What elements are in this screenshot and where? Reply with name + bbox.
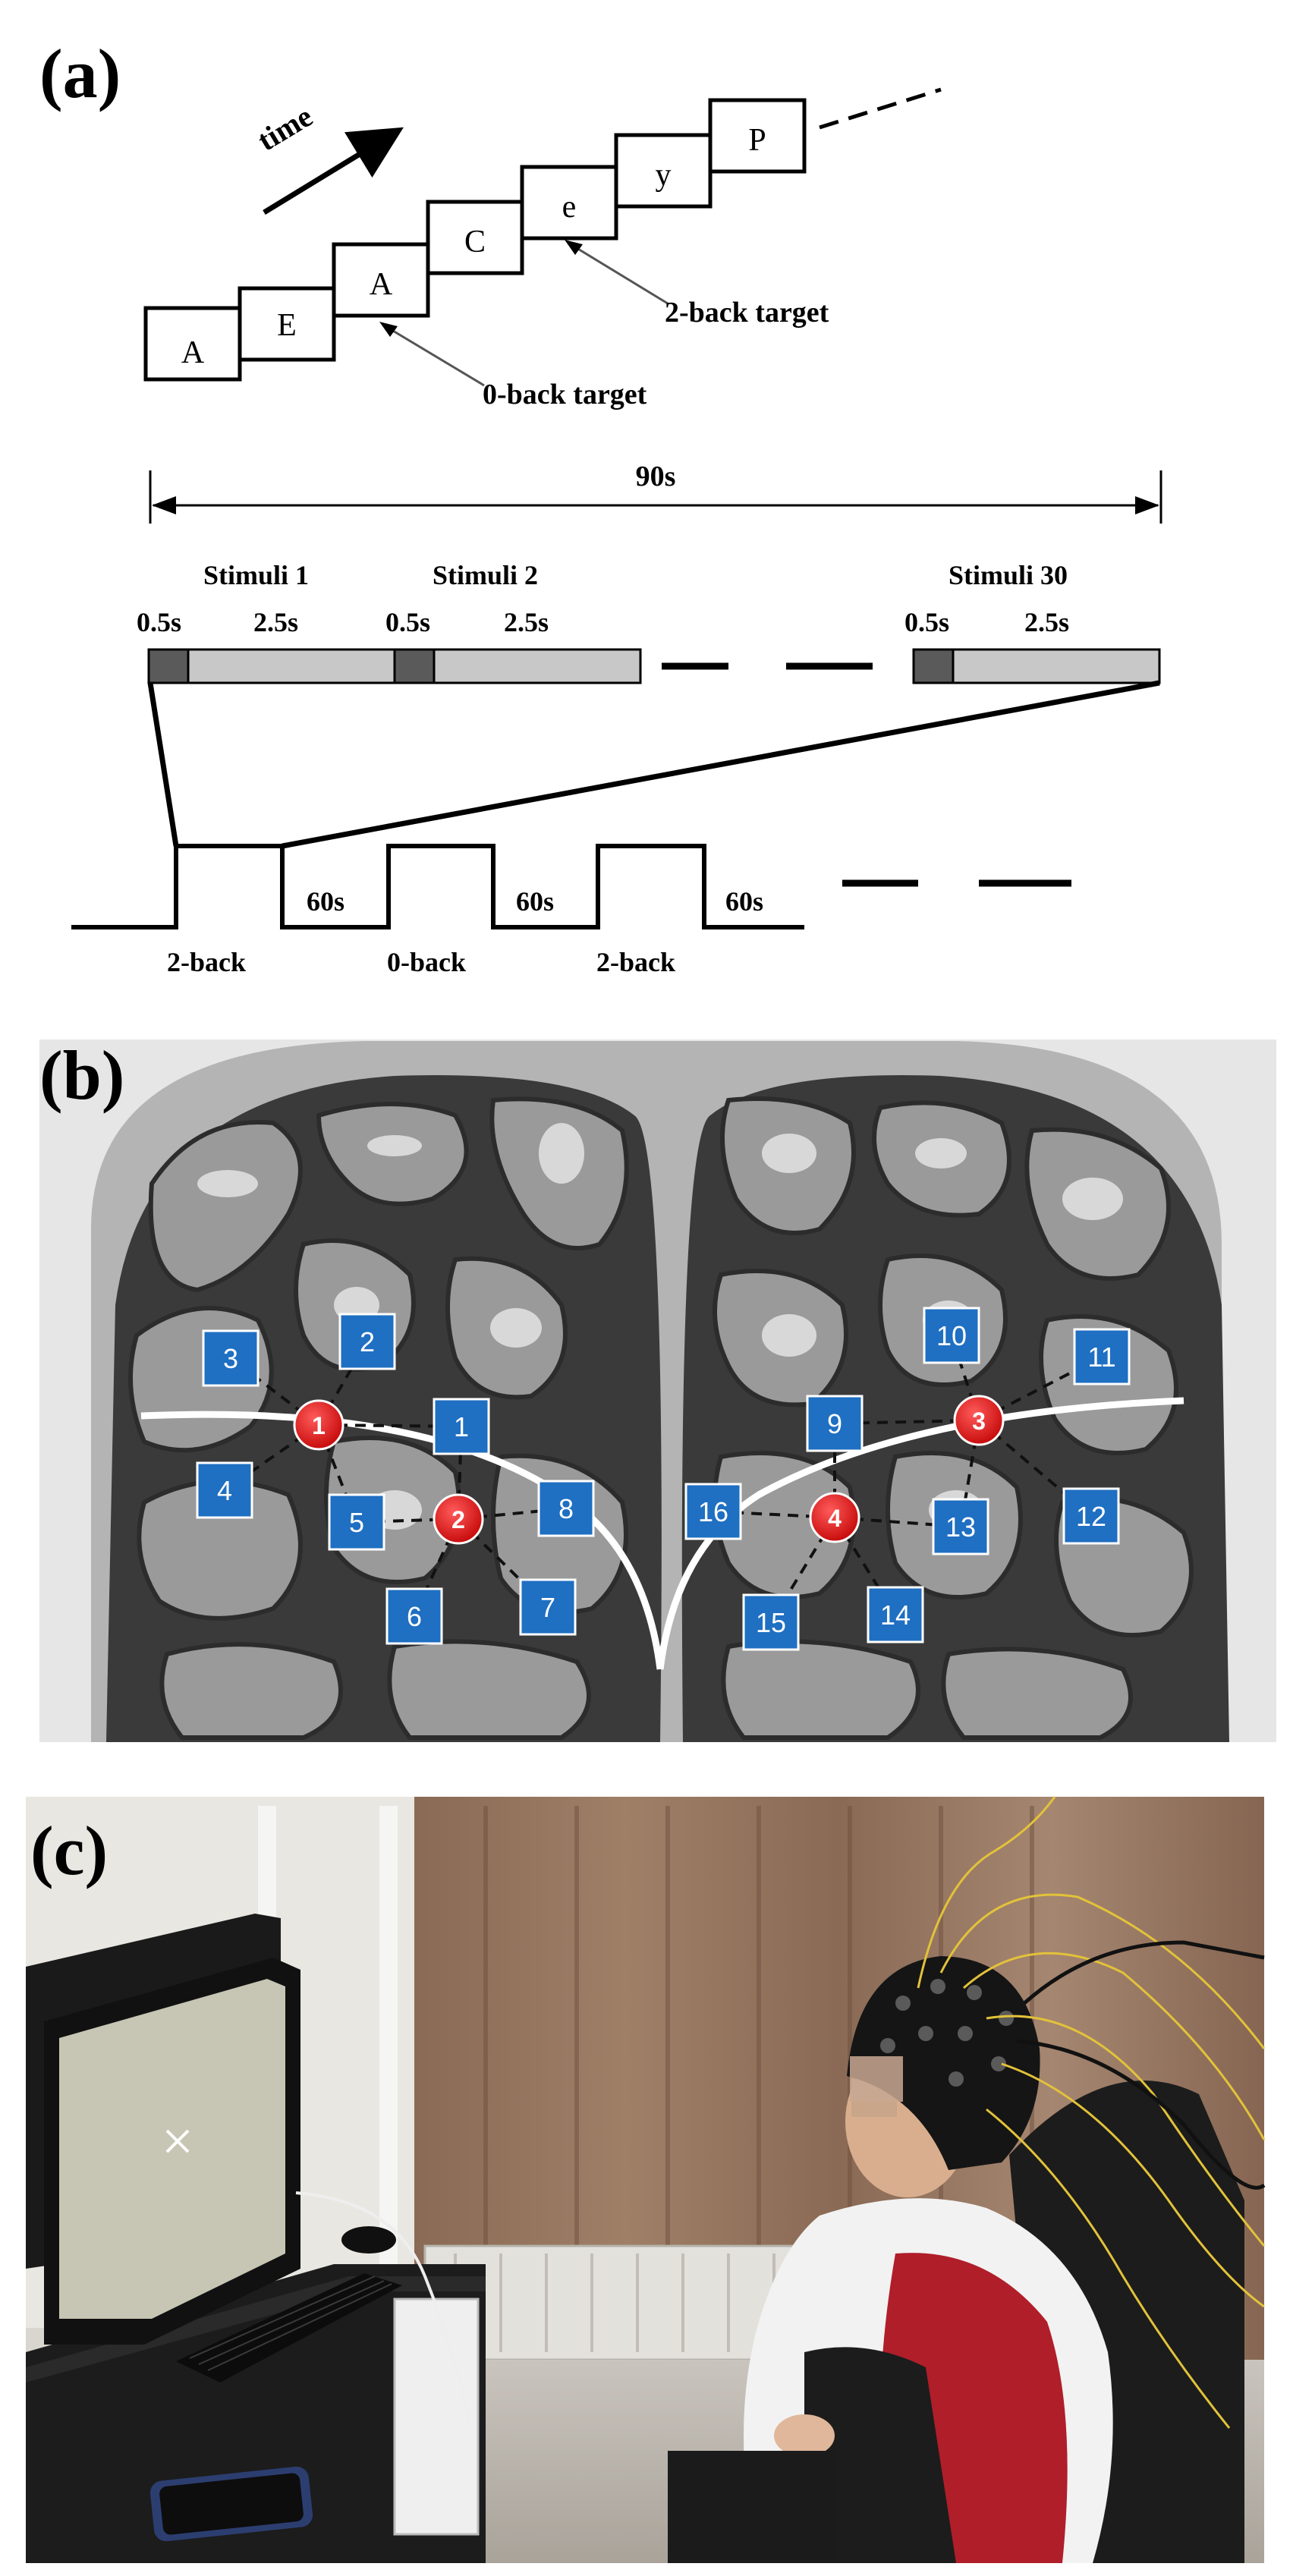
- zoom-line-right: [282, 680, 1160, 849]
- svg-text:4: 4: [828, 1505, 842, 1532]
- channel-1: 1: [433, 1398, 490, 1455]
- channel-16: 16: [684, 1483, 742, 1540]
- stimuli-30-rest: 2.5s: [1024, 607, 1069, 637]
- svg-text:2: 2: [360, 1326, 375, 1357]
- stimuli-2-onset: 0.5s: [385, 607, 430, 637]
- right-guide-curve: [656, 1397, 1184, 1670]
- svg-text:13: 13: [945, 1511, 976, 1543]
- channel-6: 6: [385, 1587, 443, 1645]
- panel-b: 1 2 3 4 5 6 7 8 9 10 11 12 13 14 15 16 1…: [39, 1036, 1276, 1742]
- rest-2-label: 60s: [516, 886, 554, 917]
- letter-1: A: [181, 335, 205, 370]
- channel-10: 10: [923, 1307, 980, 1364]
- channel-14: 14: [867, 1586, 924, 1643]
- channel-11: 11: [1073, 1328, 1131, 1386]
- svg-text:15: 15: [756, 1607, 786, 1638]
- block-1-label: 2-back: [167, 947, 246, 977]
- block-2-label: 0-back: [387, 947, 466, 977]
- panel-c: (c): [26, 1796, 1266, 2563]
- source-markers: 1 2 3 4: [293, 1395, 1005, 1545]
- left-guide-curve: [140, 1411, 664, 1670]
- svg-text:12: 12: [1076, 1501, 1106, 1532]
- channel-4: 4: [196, 1461, 253, 1519]
- stimuli-1-label: Stimuli 1: [203, 560, 309, 590]
- channel-3: 3: [202, 1329, 260, 1387]
- svg-text:10: 10: [936, 1320, 967, 1351]
- stimuli-2-label: Stimuli 2: [433, 560, 538, 590]
- channel-13: 13: [932, 1498, 989, 1555]
- letter-4: C: [464, 225, 486, 259]
- svg-text:4: 4: [217, 1475, 232, 1506]
- svg-text:9: 9: [827, 1408, 842, 1439]
- svg-text:11: 11: [1087, 1341, 1115, 1373]
- panel-b-label: (b): [39, 1036, 124, 1114]
- channel-2: 2: [338, 1313, 396, 1370]
- svg-text:7: 7: [540, 1592, 555, 1623]
- time-label: time: [251, 99, 318, 157]
- monitor-screen: [59, 1979, 285, 2319]
- sequence-continuation: [819, 87, 942, 130]
- zero-back-pointer: [385, 325, 485, 387]
- duration-label: 90s: [636, 461, 676, 492]
- letter-sequence: A E A C e y P: [143, 98, 807, 382]
- svg-text:16: 16: [698, 1496, 728, 1527]
- two-back-pointer: [570, 243, 669, 305]
- stimuli-30-label: Stimuli 30: [949, 560, 1068, 590]
- fnirs-cap: [847, 1956, 1040, 2170]
- svg-text:2: 2: [451, 1506, 465, 1533]
- svg-text:5: 5: [349, 1507, 364, 1538]
- stimuli-2-rest: 2.5s: [504, 607, 549, 637]
- time-arrow: [263, 127, 404, 215]
- stimuli-1-rest: 2.5s: [253, 607, 298, 637]
- source-2: 2: [433, 1493, 484, 1545]
- letter-5: e: [562, 190, 577, 225]
- stimulus-bar: [147, 648, 1161, 684]
- face-blur: [850, 2056, 903, 2102]
- block-waveform: [71, 844, 804, 929]
- channel-8: 8: [537, 1480, 595, 1537]
- stimuli-30-onset: 0.5s: [904, 607, 949, 637]
- svg-text:14: 14: [880, 1599, 911, 1631]
- svg-text:1: 1: [454, 1411, 469, 1442]
- optical-fibers: [917, 1796, 1266, 2429]
- channel-5: 5: [328, 1493, 385, 1551]
- letter-3: A: [370, 267, 393, 302]
- channel-markers: 1 2 3 4 5 6 7 8 9 10 11 12 13 14 15 16: [196, 1307, 1131, 1651]
- channel-12: 12: [1062, 1487, 1120, 1545]
- svg-text:1: 1: [312, 1412, 326, 1439]
- channel-15: 15: [742, 1593, 800, 1651]
- letter-6: y: [656, 158, 672, 193]
- channel-9: 9: [806, 1395, 864, 1452]
- stimuli-1-onset: 0.5s: [137, 607, 181, 637]
- block-3-label: 2-back: [596, 947, 675, 977]
- zoom-line-left: [147, 682, 179, 847]
- keyboard: [176, 2273, 402, 2383]
- svg-text:3: 3: [223, 1343, 238, 1374]
- rest-3-label: 60s: [725, 886, 763, 917]
- letter-7: P: [748, 123, 766, 158]
- source-4: 4: [809, 1492, 860, 1543]
- source-1: 1: [293, 1399, 344, 1451]
- panel-c-label: (c): [30, 1812, 108, 1889]
- svg-text:3: 3: [972, 1408, 986, 1435]
- source-3: 3: [953, 1395, 1005, 1446]
- zero-back-target-label: 0-back target: [483, 379, 647, 410]
- two-back-target-label: 2-back target: [665, 297, 829, 329]
- svg-text:8: 8: [558, 1493, 574, 1524]
- channel-7: 7: [519, 1578, 577, 1636]
- letter-2: E: [277, 308, 297, 343]
- svg-text:6: 6: [407, 1601, 422, 1632]
- rest-1-label: 60s: [307, 886, 344, 917]
- panel-a: (a) time A E A C e y P 2-back target: [39, 35, 1162, 977]
- panel-a-label: (a): [39, 35, 121, 112]
